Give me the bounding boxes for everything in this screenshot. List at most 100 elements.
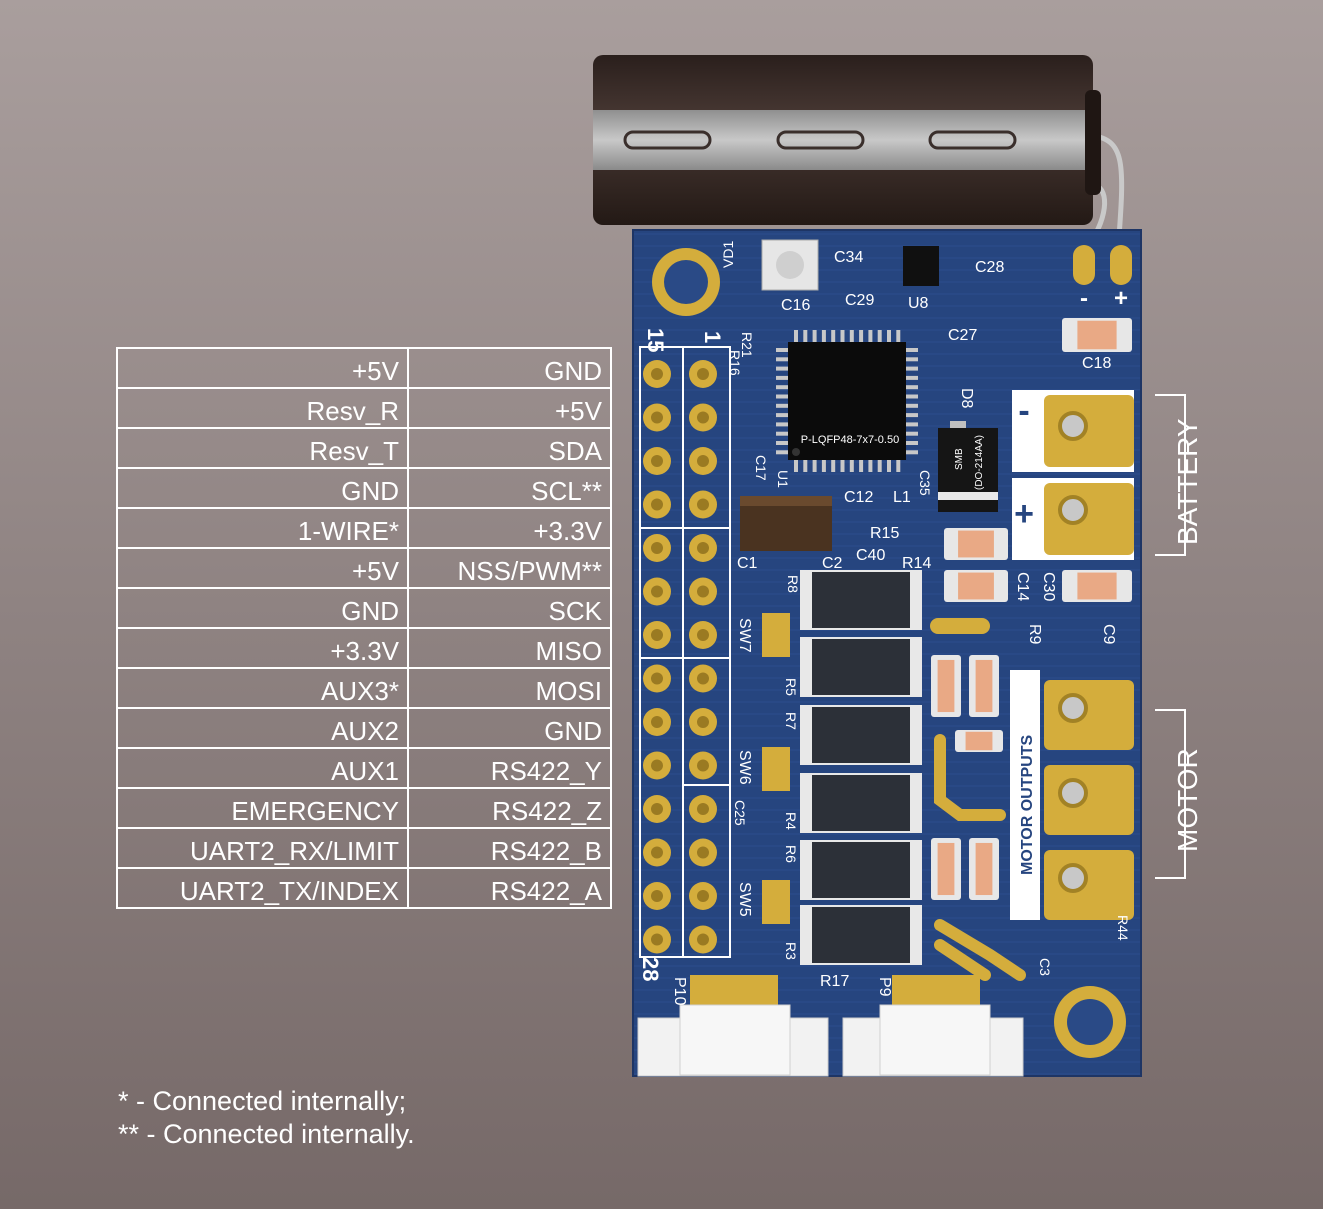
refdes-c16: C16 xyxy=(781,297,810,314)
pinout-left-signal: EMERGENCY xyxy=(116,787,409,829)
pinout-left-signal: UART2_TX/INDEX xyxy=(116,867,409,909)
refdes-r6: R6 xyxy=(783,845,799,863)
pinout-right-signal: MISO xyxy=(407,627,612,669)
connector-p9 xyxy=(842,975,1024,1077)
mcu-marking: P-LQFP48-7x7-0.50 xyxy=(801,434,899,446)
footnote-double-star: ** - Connected internally. xyxy=(118,1119,415,1149)
pinout-right-signal: RS422_B xyxy=(407,827,612,869)
pinout-right-signal: SCL** xyxy=(407,467,612,509)
refdes-c30: C30 xyxy=(1040,572,1057,601)
refdes-r5: R5 xyxy=(783,678,799,696)
pinout-right-signal: GND xyxy=(407,707,612,749)
refdes-c3: C3 xyxy=(1037,958,1053,976)
refdes-c18: C18 xyxy=(1082,355,1111,372)
refdes-c29: C29 xyxy=(845,292,874,309)
refdes-r7: R7 xyxy=(783,712,799,730)
motor-pads: MOTOR OUTPUTS xyxy=(1010,670,1134,920)
refdes-sw7: SW7 xyxy=(736,618,753,653)
pinout-left-signal: 1-WIRE* xyxy=(116,507,409,549)
pinout-right-signal: RS422_Y xyxy=(407,747,612,789)
refdes-r44: R44 xyxy=(1115,915,1131,941)
refdes-r4: R4 xyxy=(783,812,799,830)
pinout-left-signal: Resv_R xyxy=(116,387,409,429)
pinout-right-signal: SCK xyxy=(407,587,612,629)
refdes-vd1: VD1 xyxy=(720,241,736,268)
refdes-u1: U1 xyxy=(775,470,791,488)
refdes-p9: P9 xyxy=(876,977,893,997)
refdes-c27: C27 xyxy=(948,327,977,344)
battery-label: BATTERY xyxy=(1172,418,1203,545)
svg-text:SMB: SMB xyxy=(954,448,965,470)
cap-plus-mark: + xyxy=(1114,285,1128,312)
mcu-chip: P-LQFP48-7x7-0.50 xyxy=(776,330,918,472)
pinout-left-signal: GND xyxy=(116,587,409,629)
refdes-d8: D8 xyxy=(958,388,975,409)
pinout-right-signal: +5V xyxy=(407,387,612,429)
refdes-c1: C1 xyxy=(737,555,758,572)
svg-text:(DO-214AA): (DO-214AA) xyxy=(974,435,985,490)
refdes-r9: R9 xyxy=(1026,624,1043,645)
refdes-c12: C12 xyxy=(844,489,873,506)
refdes-c9: C9 xyxy=(1100,624,1117,645)
pcb: 15 1 28 P-LQFP48-7x7-0.50 SMB (DO-214AA) xyxy=(632,229,1142,1077)
cap-minus-mark: - xyxy=(1080,285,1088,312)
pinout-left-signal: AUX1 xyxy=(116,747,409,789)
pinout-right-signal: SDA xyxy=(407,427,612,469)
pinout-right-signal: GND xyxy=(407,347,612,389)
refdes-r21: R21 xyxy=(739,332,755,358)
pinout-right-signal: RS422_A xyxy=(407,867,612,909)
pinout-row: Resv_R+5V xyxy=(116,387,612,429)
refdes-c14: C14 xyxy=(1014,572,1031,601)
battery-plus-mark: + xyxy=(1014,495,1034,533)
refdes-r15: R15 xyxy=(870,525,899,542)
refdes-r14: R14 xyxy=(902,555,931,572)
pinout-right-signal: +3.3V xyxy=(407,507,612,549)
pinout-left-signal: Resv_T xyxy=(116,427,409,469)
refdes-sw5: SW5 xyxy=(736,882,753,917)
pinout-left-signal: UART2_RX/LIMIT xyxy=(116,827,409,869)
refdes-c35: C35 xyxy=(917,470,933,496)
pinout-left-signal: +5V xyxy=(116,347,409,389)
refdes-p10: P10 xyxy=(671,977,688,1006)
electrolytic-capacitor xyxy=(593,55,1125,252)
refdes-u8: U8 xyxy=(908,295,929,312)
regulator-u8 xyxy=(903,246,939,286)
motor-outputs-label: MOTOR OUTPUTS xyxy=(1019,735,1036,875)
pinout-left-signal: AUX3* xyxy=(116,667,409,709)
refdes-sw6: SW6 xyxy=(736,750,753,785)
diode-d8: SMB (DO-214AA) xyxy=(938,421,998,512)
pinout-left-signal: GND xyxy=(116,467,409,509)
refdes-l1: L1 xyxy=(893,489,911,506)
pinout-left-signal: AUX2 xyxy=(116,707,409,749)
refdes-c34: C34 xyxy=(834,249,863,266)
pinout-left-signal: +3.3V xyxy=(116,627,409,669)
refdes-r16: R16 xyxy=(727,350,743,376)
motor-bracket: MOTOR xyxy=(1155,709,1203,879)
motor-label: MOTOR xyxy=(1172,748,1203,852)
header-label-28: 28 xyxy=(638,957,663,981)
refdes-c28: C28 xyxy=(975,259,1004,276)
battery-minus-mark: - xyxy=(1018,392,1029,430)
refdes-r8: R8 xyxy=(785,575,801,593)
pinout-row: AUX3*MOSI xyxy=(116,667,612,709)
pinout-right-signal: RS422_Z xyxy=(407,787,612,829)
pinout-right-signal: NSS/PWM** xyxy=(407,547,612,589)
refdes-r17: R17 xyxy=(820,973,849,990)
refdes-c25: C25 xyxy=(732,800,748,826)
pinout-right-signal: MOSI xyxy=(407,667,612,709)
header-label-1: 1 xyxy=(700,331,725,343)
battery-bracket: BATTERY xyxy=(1155,394,1203,556)
refdes-r3: R3 xyxy=(783,942,799,960)
